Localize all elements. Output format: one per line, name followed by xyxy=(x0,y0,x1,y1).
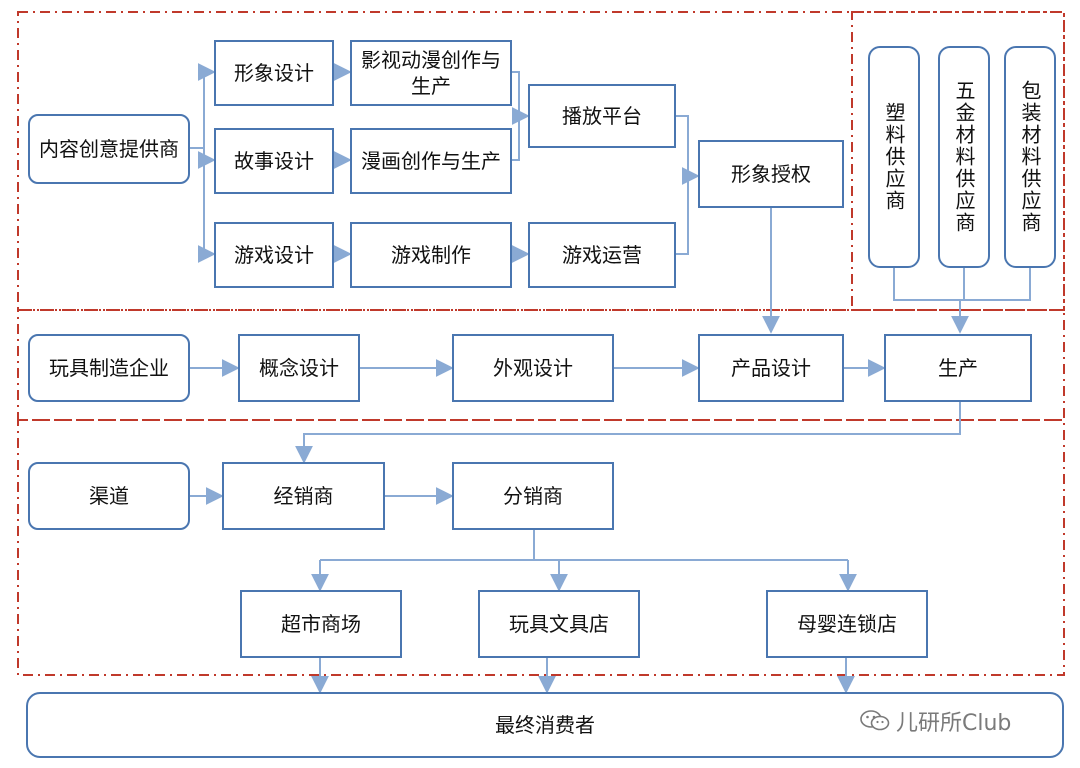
node-channel: 渠道 xyxy=(28,462,190,530)
watermark-text: 儿研所Club xyxy=(896,711,1012,736)
node-baby-chain-store: 母婴连锁店 xyxy=(766,590,928,658)
wechat-icon xyxy=(860,710,890,731)
node-ip-license: 形象授权 xyxy=(698,140,844,208)
node-dealer: 经销商 xyxy=(222,462,385,530)
node-toy-stationery-store: 玩具文具店 xyxy=(478,590,640,658)
node-supermarket: 超市商场 xyxy=(240,590,402,658)
node-game-operation: 游戏运营 xyxy=(528,222,676,288)
node-concept-design: 概念设计 xyxy=(238,334,360,402)
arrow-broadcast-to-license xyxy=(676,115,700,185)
node-production: 生产 xyxy=(884,334,1032,402)
node-story-design: 故事设计 xyxy=(214,128,334,194)
section-frames xyxy=(17,11,1065,676)
arrow-suppliers-merge xyxy=(893,268,1031,301)
node-distributor: 分销商 xyxy=(452,462,614,530)
arrow-comic-to-broadcast xyxy=(512,116,520,161)
watermark: 儿研所Club xyxy=(860,705,1011,737)
arrow-gameops-to-license xyxy=(676,176,689,255)
node-film-animation: 影视动漫创作与生产 xyxy=(350,40,512,106)
arrow-film-to-broadcast xyxy=(511,71,530,125)
node-comic: 漫画创作与生产 xyxy=(350,128,512,194)
node-game-design: 游戏设计 xyxy=(214,222,334,288)
node-broadcast-platform: 播放平台 xyxy=(528,84,676,148)
node-final-consumer: 最终消费者 xyxy=(26,692,1064,758)
node-packaging-supplier: 包装材料供应商 xyxy=(1004,46,1056,268)
arrows xyxy=(190,63,1031,694)
node-plastic-supplier: 塑料供应商 xyxy=(868,46,920,268)
node-toy-maker: 玩具制造企业 xyxy=(28,334,190,402)
node-content-provider: 内容创意提供商 xyxy=(28,114,190,184)
node-hardware-supplier: 五金材料供应商 xyxy=(938,46,990,268)
node-image-design: 形象设计 xyxy=(214,40,334,106)
node-product-design: 产品设计 xyxy=(698,334,844,402)
node-appearance-design: 外观设计 xyxy=(452,334,614,402)
node-game-make: 游戏制作 xyxy=(350,222,512,288)
arrow-production-to-dealer xyxy=(295,402,961,464)
section-channel-frame xyxy=(17,419,1065,676)
